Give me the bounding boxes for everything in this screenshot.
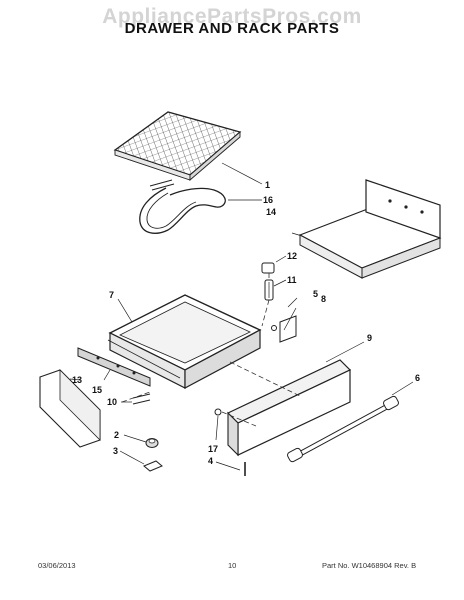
drawer-pan <box>107 294 262 389</box>
drawer-screws <box>132 393 151 405</box>
drawer-front-panel <box>226 359 352 457</box>
callout-17: 17 <box>208 444 218 454</box>
callout-7: 7 <box>109 290 114 300</box>
drawer-bottom-panel <box>298 179 442 279</box>
callout-11: 11 <box>287 275 297 285</box>
callout-8: 8 <box>321 294 326 304</box>
callout-2: 2 <box>114 430 119 440</box>
oven-rack <box>113 111 242 191</box>
callout-3: 3 <box>113 446 118 456</box>
callout-4: 4 <box>208 456 213 466</box>
callout-1: 1 <box>265 180 270 190</box>
callout-6: 6 <box>415 373 420 383</box>
callout-5: 5 <box>313 289 318 299</box>
callout-12: 12 <box>287 251 297 261</box>
nut-and-clip <box>143 438 163 472</box>
slide-bracket <box>271 315 297 343</box>
assembly-lines <box>121 273 303 427</box>
drawer-slide-rail <box>77 347 151 387</box>
footer-page-number: 10 <box>228 561 237 570</box>
watermark-text: AppliancePartsPros.com <box>102 5 362 28</box>
callout-14: 14 <box>266 207 276 217</box>
rack-wire-guide <box>139 187 226 234</box>
front-panel-screws <box>214 408 246 476</box>
footer-date: 03/06/2013 <box>38 561 76 570</box>
callout-15: 15 <box>92 385 102 395</box>
callout-10: 10 <box>107 397 117 407</box>
drawer-handle <box>287 395 399 463</box>
roller-assembly <box>261 262 275 301</box>
callout-9: 9 <box>367 333 372 343</box>
callout-16: 16 <box>263 195 273 205</box>
leader-lines <box>69 162 414 471</box>
callout-13: 13 <box>72 375 82 385</box>
side-trim-panel <box>39 369 101 448</box>
page-title: DRAWER AND RACK PARTS <box>124 20 340 37</box>
callout-labels: 1 16 14 12 11 5 8 7 9 6 13 15 10 2 3 17 … <box>72 180 420 466</box>
footer-part-number: Part No. W10468904 Rev. B <box>322 561 417 570</box>
